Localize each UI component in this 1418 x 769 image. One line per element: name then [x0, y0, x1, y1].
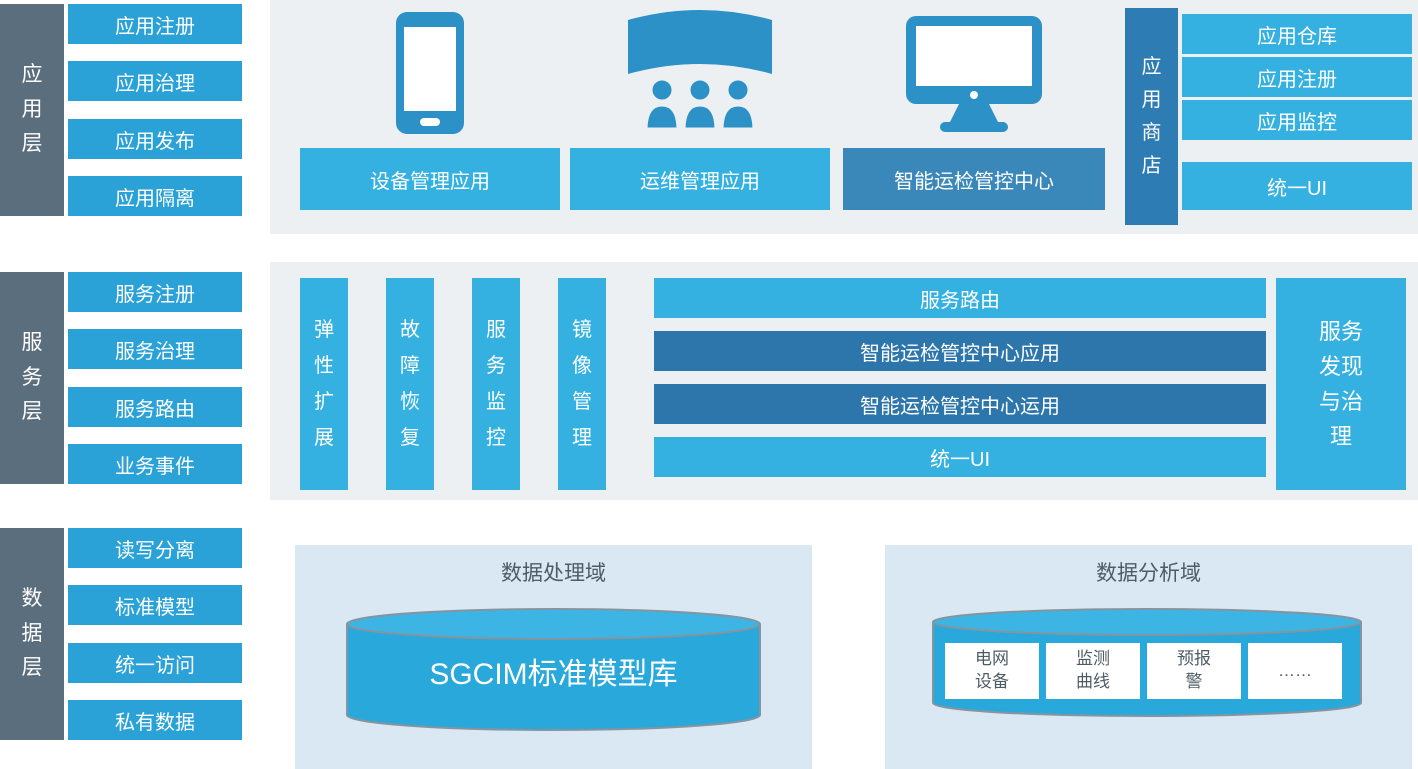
app-layer-label-text: 应用层: [21, 63, 43, 156]
capability-fault-recovery: 故障恢复: [386, 278, 434, 490]
service-discovery-governance-text: 服务发现与治理: [1318, 318, 1363, 450]
analysis-cell-grid-devices: 电网设备: [945, 643, 1039, 699]
big-screen-users-icon: [620, 4, 780, 136]
capability-image-management-text: 镜像管理: [572, 319, 592, 449]
data-analysis-panel: 数据分析域 电网设备 监测曲线 预报警 ……: [885, 545, 1412, 769]
app-store-strip-text: 应用商店: [1141, 55, 1162, 177]
data-layer-item-0: 读写分离: [68, 528, 242, 568]
data-layer-item-3: 私有数据: [68, 700, 242, 740]
data-layer-item-2: 统一访问: [68, 643, 242, 683]
app-store-strip: 应用商店: [1125, 8, 1178, 225]
service-layer-label: 服务层: [0, 272, 64, 484]
capability-image-management: 镜像管理: [558, 278, 606, 490]
phone-icon: [394, 10, 466, 136]
store-item-0: 应用仓库: [1182, 14, 1412, 54]
app-layer-label: 应用层: [0, 4, 64, 216]
sgcim-cylinder: [345, 607, 762, 733]
stack-bar-center-app: 智能运检管控中心应用: [654, 331, 1266, 371]
app-layer-item-3: 应用隔离: [68, 176, 242, 216]
service-layer-item-1: 服务治理: [68, 329, 242, 369]
monitor-icon: [904, 14, 1044, 134]
service-discovery-governance-box: 服务发现与治理: [1276, 278, 1406, 490]
stack-bar-service-routing: 服务路由: [654, 278, 1266, 318]
app-layer-item-2: 应用发布: [68, 119, 242, 159]
analysis-cell-pre-alarm: 预报警: [1147, 643, 1241, 699]
service-layer-label-text: 服务层: [21, 331, 43, 424]
store-item-2: 应用监控: [1182, 100, 1412, 140]
app-layer-item-0: 应用注册: [68, 4, 242, 44]
store-item-unified-ui: 统一UI: [1182, 162, 1412, 210]
data-analysis-title: 数据分析域: [1096, 562, 1201, 585]
analysis-cell-more: ……: [1248, 643, 1342, 699]
service-layer-item-2: 服务路由: [68, 387, 242, 427]
analysis-cell-grid-devices-text: 电网设备: [975, 649, 1009, 691]
app-layer-item-1: 应用治理: [68, 61, 242, 101]
analysis-cell-monitoring-curves: 监测曲线: [1046, 643, 1140, 699]
ops-management-app-bar: 运维管理应用: [570, 148, 830, 210]
data-processing-title: 数据处理域: [501, 562, 606, 585]
intelligent-inspection-center-bar: 智能运检管控中心: [843, 148, 1105, 210]
capability-service-monitoring-text: 服务监控: [486, 319, 506, 449]
data-layer-label: 数据层: [0, 528, 64, 740]
capability-elastic-scaling: 弹性扩展: [300, 278, 348, 490]
capability-elastic-scaling-text: 弹性扩展: [314, 319, 334, 449]
service-layer-panel: 弹性扩展 故障恢复 服务监控 镜像管理 服务路由 智能运检管控中心应用 智能运检…: [270, 262, 1418, 500]
data-layer-item-1: 标准模型: [68, 585, 242, 625]
store-item-1: 应用注册: [1182, 57, 1412, 97]
sgcim-cylinder-label: SGCIM标准模型库: [429, 658, 678, 691]
service-layer-item-3: 业务事件: [68, 444, 242, 484]
stack-bar-center-ops: 智能运检管控中心运用: [654, 384, 1266, 424]
capability-service-monitoring: 服务监控: [472, 278, 520, 490]
capability-fault-recovery-text: 故障恢复: [400, 319, 420, 449]
service-layer-item-0: 服务注册: [68, 272, 242, 312]
app-layer-panel: 设备管理应用 运维管理应用: [270, 0, 1418, 234]
analysis-cell-pre-alarm-text: 预报警: [1177, 649, 1211, 691]
analysis-cell-monitoring-curves-text: 监测曲线: [1076, 649, 1110, 691]
data-layer-label-text: 数据层: [21, 587, 43, 680]
device-management-app-bar: 设备管理应用: [300, 148, 560, 210]
stack-bar-unified-ui: 统一UI: [654, 437, 1266, 477]
analysis-cell-more-text: ……: [1278, 660, 1312, 680]
data-processing-panel: 数据处理域 SGCIM标准模型库: [295, 545, 812, 769]
